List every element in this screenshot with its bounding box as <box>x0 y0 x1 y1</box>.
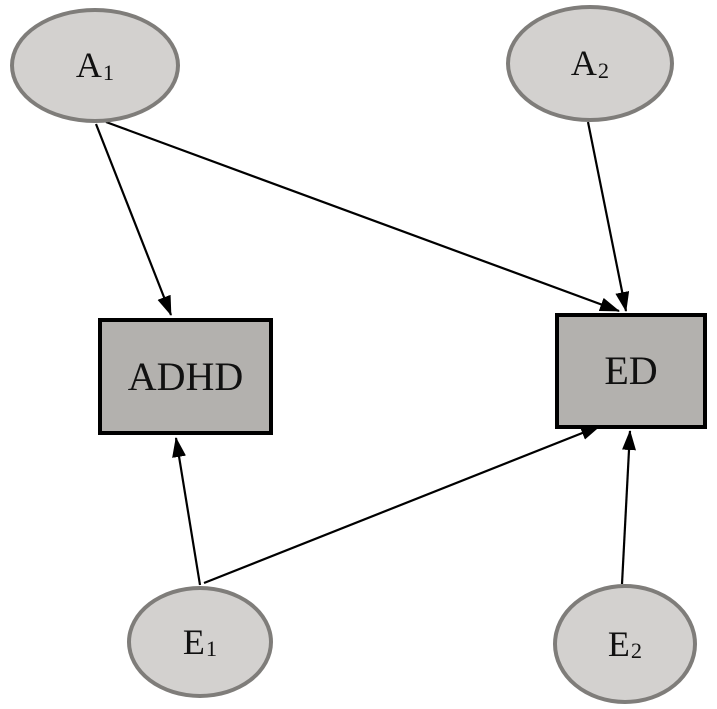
edge-a2-to-ed <box>586 121 630 312</box>
node-e2-subscript: 2 <box>630 638 643 664</box>
edge-e1-to-ed <box>203 424 601 585</box>
node-e2-label: E2 <box>607 623 643 664</box>
node-a2-label: A2 <box>570 43 610 83</box>
node-e1: E1 <box>127 586 273 698</box>
node-e1-label: E1 <box>182 621 218 662</box>
edge-a1-to-adhd <box>94 123 173 316</box>
node-adhd: ADHD <box>98 318 273 435</box>
node-a1-subscript: 1 <box>102 59 115 85</box>
edge-e1-to-adhd <box>172 437 202 586</box>
node-a1: A1 <box>10 8 180 123</box>
edge-a1-to-ed <box>105 120 620 313</box>
edge-e2-to-ed <box>620 430 636 585</box>
node-ed: ED <box>555 313 707 429</box>
node-a2: A2 <box>506 5 674 122</box>
node-adhd-label: ADHD <box>127 353 244 399</box>
node-a2-subscript: 2 <box>597 57 610 83</box>
node-a1-label: A1 <box>75 45 115 85</box>
node-e2: E2 <box>553 584 697 704</box>
node-e1-subscript: 1 <box>205 636 218 662</box>
node-ed-label: ED <box>604 348 658 393</box>
